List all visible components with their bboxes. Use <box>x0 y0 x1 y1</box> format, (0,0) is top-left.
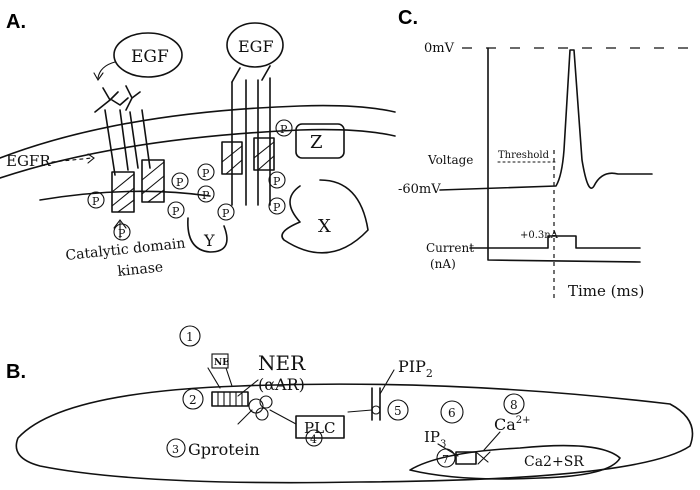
svg-text:P: P <box>273 201 281 214</box>
svg-text:3: 3 <box>172 443 179 456</box>
pip2-stalks <box>371 387 381 421</box>
caption-line-2: kinase <box>117 259 164 280</box>
pip2-head <box>371 405 381 415</box>
egf-label-right: EGF <box>238 37 274 56</box>
binding-arrow <box>97 61 116 79</box>
ne-label: NE <box>214 358 229 368</box>
svg-text:P: P <box>280 123 288 136</box>
protein-x <box>281 179 369 254</box>
egf-label-left: EGF <box>131 47 169 67</box>
protein-y-label: Y <box>203 231 215 250</box>
receptor-stripes <box>217 391 243 407</box>
time-label: Time (ms) <box>568 282 644 300</box>
gprotein-label: Gprotein <box>188 440 260 459</box>
ip3-receptor-marks <box>475 451 491 465</box>
svg-text:2: 2 <box>189 393 197 407</box>
ner-sub-label: (αAR) <box>258 375 305 394</box>
egfr-pointer-head <box>87 153 95 164</box>
receptor-arms-right <box>231 65 271 83</box>
ip3-arrow <box>437 443 459 457</box>
gprotein-to-plc <box>269 409 297 425</box>
protein-y <box>187 217 228 253</box>
membrane-outer <box>0 104 396 159</box>
egfr-pointer <box>51 157 93 163</box>
current-label-2: (nA) <box>430 257 456 271</box>
ca-label: Ca2+ <box>494 415 531 434</box>
zero-mv-label: 0mV <box>424 41 455 56</box>
svg-text:8: 8 <box>510 398 518 412</box>
plc-box <box>295 415 345 439</box>
svg-text:7: 7 <box>442 453 449 466</box>
pip2-label: PIP2 <box>398 357 433 380</box>
box-z-label: Z <box>310 132 323 153</box>
bound-egf-v <box>111 97 129 106</box>
voltage-trace <box>439 49 653 191</box>
ip3-label: IP3 <box>424 428 446 450</box>
kinase-boxes-right <box>221 137 275 175</box>
plc-label: PLC <box>304 419 336 437</box>
svg-text:P: P <box>222 207 230 220</box>
current-trace <box>469 235 641 249</box>
egf-ligand-right <box>226 22 284 68</box>
svg-text:P: P <box>273 175 281 188</box>
panel-a-label: A. <box>6 11 26 33</box>
kinase-boxes-left <box>111 159 165 213</box>
egfr-label: EGFR <box>6 152 51 170</box>
panel-c-label: C. <box>398 7 418 29</box>
voltage-label: Voltage <box>427 153 473 167</box>
tm-stalks-left <box>104 109 151 176</box>
receptor-arms-left <box>94 85 141 113</box>
panel-b-label: B. <box>6 361 26 383</box>
svg-text:P: P <box>92 195 100 208</box>
svg-text:P: P <box>202 189 210 202</box>
svg-text:1: 1 <box>186 330 194 344</box>
plot-axes <box>487 47 641 263</box>
threshold-label: Threshold <box>498 150 550 161</box>
plc-to-pip2 <box>347 409 373 413</box>
phosphate-group: P P P P P P P P P P <box>87 119 293 241</box>
ne-box <box>211 353 229 369</box>
caption-arrow <box>113 219 127 239</box>
pip2-arrow <box>379 369 395 395</box>
egf-ligand-left <box>113 32 183 78</box>
tm-stalks-right <box>231 77 271 206</box>
cytoplasm-line <box>39 190 211 201</box>
casr-label: Ca2+SR <box>524 454 584 470</box>
cell-outline <box>15 383 694 484</box>
svg-text:6: 6 <box>448 406 456 420</box>
svg-text:P: P <box>202 167 210 180</box>
ne-arrows <box>207 367 233 389</box>
gprotein-sub-3 <box>255 407 269 421</box>
binding-arrowhead <box>93 72 104 82</box>
box-z <box>295 123 345 159</box>
gprotein-sub-2 <box>259 395 273 409</box>
svg-text:P: P <box>172 205 180 218</box>
stim-label: +0.3nA <box>520 230 559 241</box>
svg-text:P: P <box>176 176 184 189</box>
svg-text:P: P <box>118 227 126 240</box>
ca-release-arrow <box>483 431 501 451</box>
protein-x-label: X <box>318 216 331 237</box>
svg-text:5: 5 <box>394 404 402 418</box>
ner-arrow <box>237 379 259 397</box>
membrane-inner <box>0 128 396 179</box>
current-label-1: Current <box>426 241 474 255</box>
ip3-receptor <box>455 451 477 465</box>
svg-text:4: 4 <box>310 433 317 446</box>
minus60-label: -60mV <box>398 182 441 197</box>
gprotein-pointer <box>237 409 253 425</box>
ner-label: NER <box>258 351 306 375</box>
